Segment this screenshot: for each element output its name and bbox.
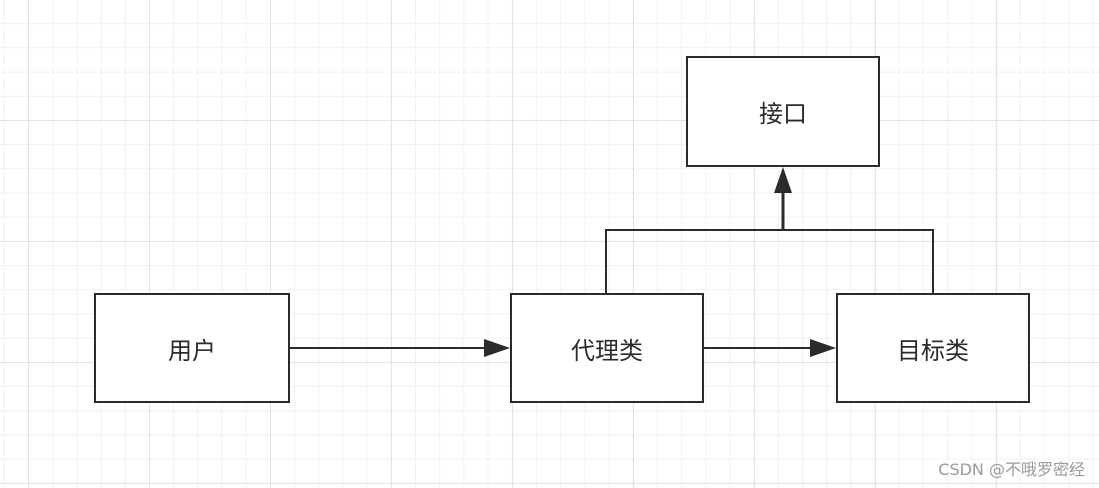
node-target-class-label: 目标类	[897, 336, 969, 365]
watermark: CSDN @不哦罗密经	[938, 460, 1085, 479]
arrowhead-user-to-proxy	[484, 339, 510, 357]
node-user: 用户	[94, 293, 290, 403]
node-proxy-class-label: 代理类	[571, 336, 643, 365]
node-interface-label: 接口	[759, 100, 807, 128]
arrowhead-to-interface	[774, 167, 792, 193]
arrowhead-proxy-to-target	[810, 339, 836, 357]
connector-target-to-interface	[783, 229, 934, 293]
node-user-label: 用户	[168, 336, 216, 365]
node-proxy-class: 代理类	[510, 293, 704, 403]
connector-proxy-to-interface	[605, 229, 783, 293]
node-interface: 接口	[686, 56, 880, 167]
node-target-class: 目标类	[836, 293, 1030, 403]
